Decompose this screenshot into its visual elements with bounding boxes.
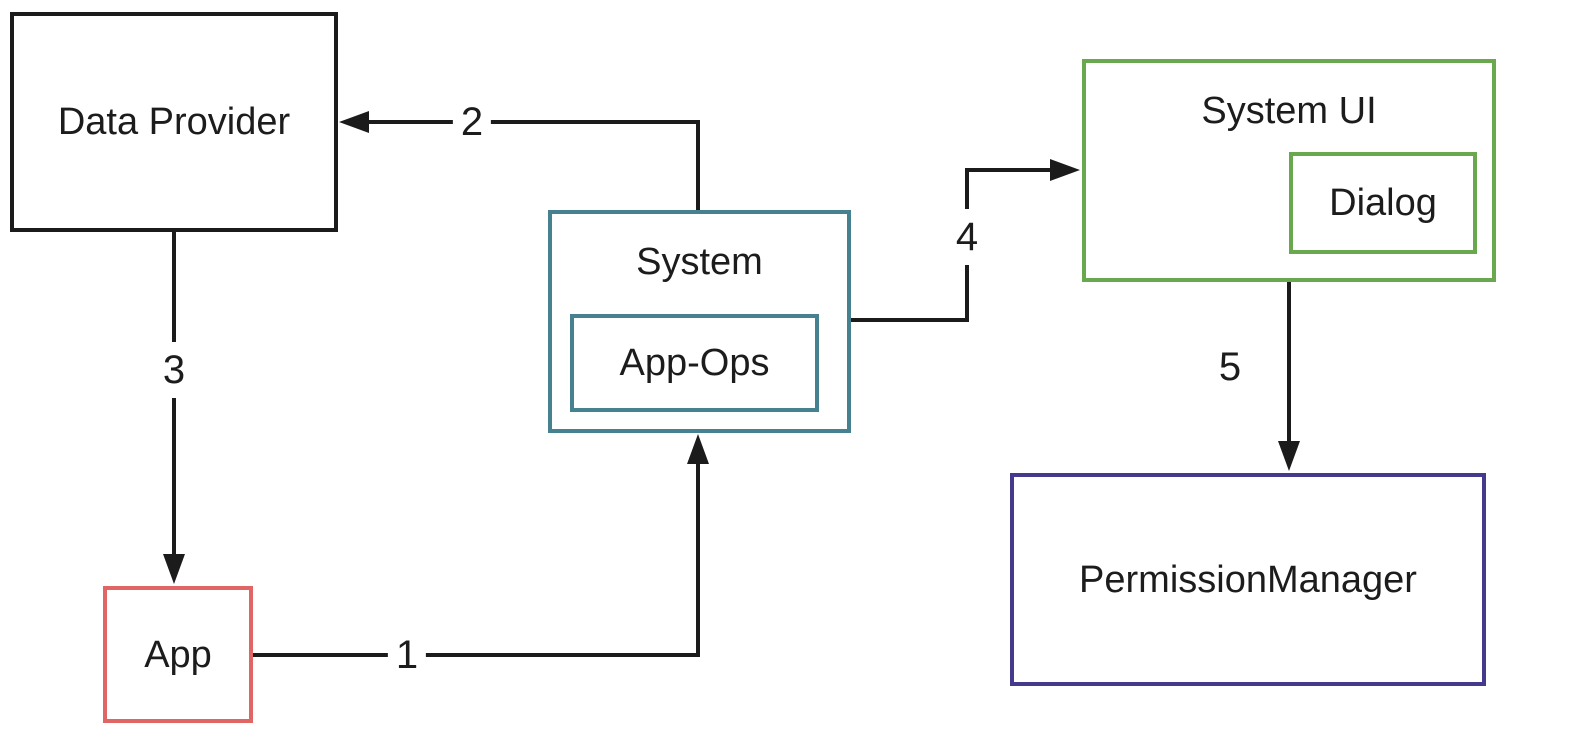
arrow-3-label: 3: [158, 342, 190, 398]
arrow-5-head-icon: [1278, 441, 1300, 471]
node-dialog: Dialog: [1289, 152, 1477, 254]
node-app-ops-label: App-Ops: [619, 342, 770, 384]
arrow-5-label: 5: [1210, 343, 1250, 391]
node-permission-manager-label: PermissionManager: [1079, 558, 1417, 601]
arrow-2-label: 2: [452, 98, 492, 146]
node-data-provider: Data Provider: [10, 12, 338, 232]
node-app-label: App: [144, 633, 212, 676]
node-app: App: [103, 586, 253, 723]
arrow-4-head-icon: [1050, 159, 1080, 181]
node-permission-manager: PermissionManager: [1010, 473, 1486, 686]
node-data-provider-label: Data Provider: [57, 101, 291, 143]
node-dialog-label: Dialog: [1329, 182, 1437, 224]
node-app-ops: App-Ops: [570, 314, 819, 412]
arrow-1-head-icon: [687, 434, 709, 464]
node-system-label: System: [636, 241, 763, 283]
arrow-2-line: [367, 120, 700, 210]
arrow-4-label: 4: [951, 209, 983, 265]
arrow-2-head-icon: [339, 111, 369, 133]
node-system-ui-label: System UI: [1201, 90, 1377, 132]
arrow-1-label: 1: [387, 631, 427, 679]
arrow-3-head-icon: [163, 554, 185, 584]
arrow-1-line: [252, 462, 700, 657]
